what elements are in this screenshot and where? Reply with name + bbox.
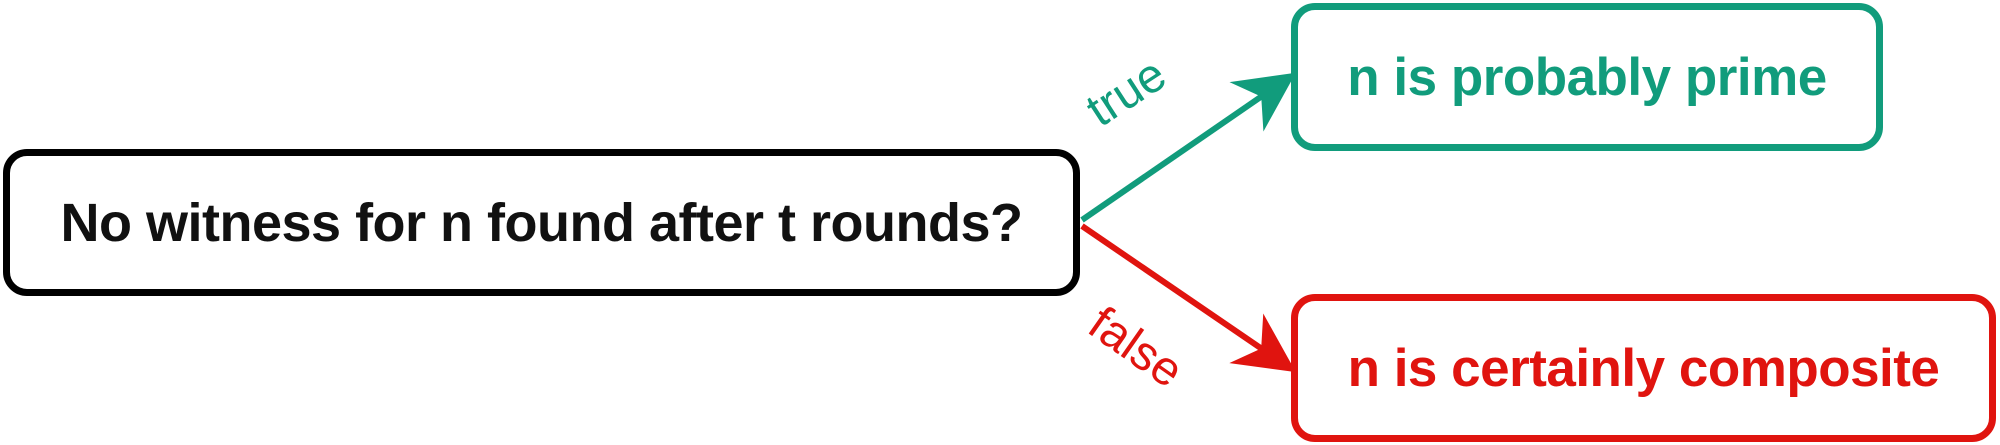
false-arrow bbox=[1080, 223, 1296, 373]
certainly-composite-node: n is certainly composite bbox=[1291, 294, 1996, 442]
question-node: No witness for n found after t rounds? bbox=[3, 149, 1080, 296]
question-text: No witness for n found after t rounds? bbox=[60, 192, 1023, 253]
certainly-composite-text: n is certainly composite bbox=[1347, 338, 1940, 398]
probably-prime-node: n is probably prime bbox=[1291, 3, 1883, 151]
true-arrow bbox=[1080, 72, 1296, 223]
probably-prime-text: n is probably prime bbox=[1347, 47, 1827, 107]
